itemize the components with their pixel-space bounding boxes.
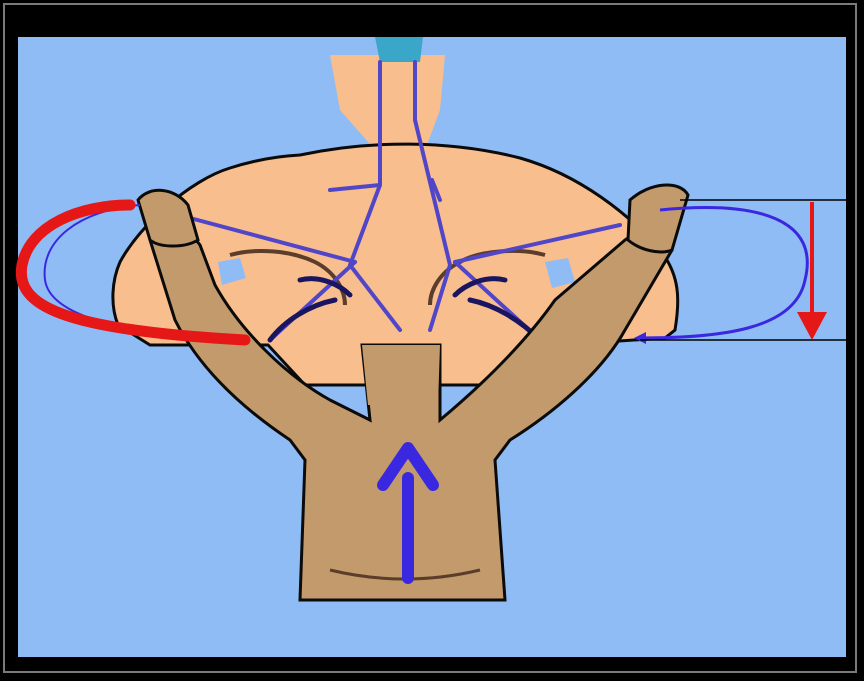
back-figure-collar <box>375 37 423 62</box>
front-figure-neck <box>362 345 440 405</box>
